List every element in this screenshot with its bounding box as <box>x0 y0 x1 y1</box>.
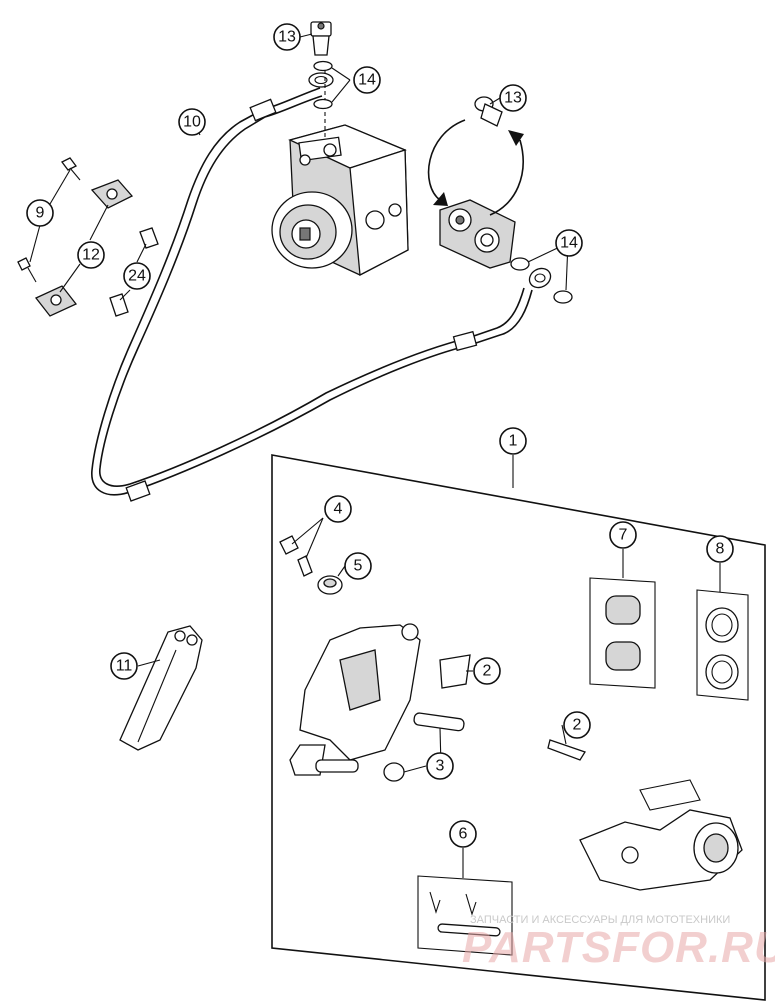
callout-14-right: 14 <box>555 229 583 257</box>
callout-5: 5 <box>344 552 372 580</box>
callout-9: 9 <box>26 199 54 227</box>
banjo-bolt-right <box>474 96 503 127</box>
svg-text:24: 24 <box>128 268 146 285</box>
watermark-logo: PARTSFOR.RU <box>462 923 775 972</box>
svg-text:7: 7 <box>619 527 628 544</box>
callout-10: 10 <box>178 108 206 136</box>
svg-text:2: 2 <box>483 663 492 680</box>
callout-12: 12 <box>77 241 105 269</box>
svg-text:9: 9 <box>36 205 45 222</box>
svg-text:14: 14 <box>358 72 376 89</box>
callout-1: 1 <box>499 427 527 455</box>
brake-hose <box>91 72 552 502</box>
svg-text:13: 13 <box>504 90 522 107</box>
valve-block <box>427 119 524 269</box>
pad-spring-2b <box>547 739 586 761</box>
svg-text:2: 2 <box>573 717 582 734</box>
pad-clip-2a <box>439 654 471 689</box>
callout-7: 7 <box>609 521 637 549</box>
bleeder-valve-4 <box>279 535 313 577</box>
piston-kit-7 <box>589 577 656 689</box>
pin-kit-6 <box>417 875 513 956</box>
callout-14-top: 14 <box>353 66 381 94</box>
svg-text:11: 11 <box>116 658 133 675</box>
callout-2-upper: 2 <box>473 657 501 685</box>
svg-text:6: 6 <box>459 826 468 843</box>
svg-text:3: 3 <box>436 758 445 775</box>
watermark-tagline: ЗАПЧАСТИ И АКСЕССУАРЫ ДЛЯ МОТОТЕХНИКИ <box>470 914 730 926</box>
callout-3: 3 <box>426 752 454 780</box>
bolt-9 <box>17 157 81 283</box>
pad-holder-11 <box>119 625 203 751</box>
svg-text:12: 12 <box>82 247 100 264</box>
callout-4: 4 <box>324 495 352 523</box>
caliper-bracket <box>579 779 743 891</box>
svg-text:1: 1 <box>509 433 518 450</box>
caliper-kit-box <box>271 454 766 1001</box>
callout-6: 6 <box>449 820 477 848</box>
callout-11: 11 <box>110 652 138 680</box>
callout-13-top: 13 <box>273 23 301 51</box>
hose-clamp-12 <box>34 179 134 317</box>
cap-5 <box>317 575 343 595</box>
clip-24 <box>109 227 159 317</box>
banjo-bolt-top <box>310 21 332 56</box>
svg-text:4: 4 <box>334 501 343 518</box>
caliper-body <box>289 623 421 776</box>
svg-text:13: 13 <box>278 29 296 46</box>
abs-unit <box>271 70 409 277</box>
svg-text:10: 10 <box>183 114 201 131</box>
callout-24: 24 <box>123 262 151 290</box>
callout-13-right: 13 <box>499 84 527 112</box>
svg-text:8: 8 <box>716 541 725 558</box>
callout-8: 8 <box>706 535 734 563</box>
slide-pin-3 <box>383 712 465 782</box>
svg-text:14: 14 <box>560 235 578 252</box>
seal-kit-8 <box>696 589 749 701</box>
callout-2-lower: 2 <box>563 711 591 739</box>
svg-text:5: 5 <box>354 558 363 575</box>
sealing-washers <box>313 60 573 304</box>
